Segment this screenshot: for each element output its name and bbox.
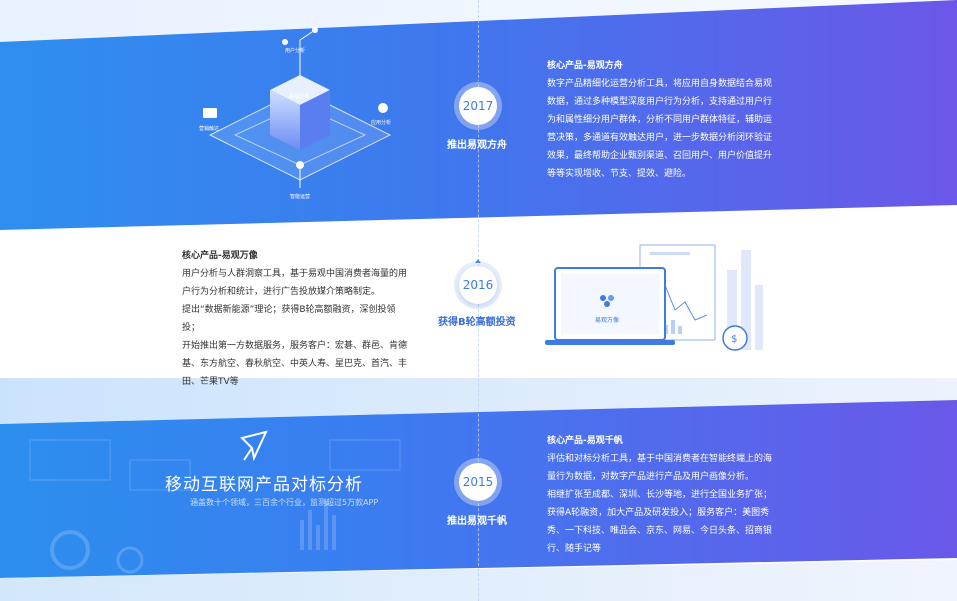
year-node-2015[interactable]: 2015 bbox=[459, 463, 497, 501]
iso-label-app-analysis: 应用分析 bbox=[371, 119, 391, 126]
svg-text:$: $ bbox=[731, 334, 737, 345]
iso-label-ark: 易观方舟 bbox=[289, 93, 309, 100]
year-label-2015: 2015 bbox=[462, 475, 494, 489]
desc-2016-line: 基、东方航空、春秋航空、中英人寿、星巴克、首汽、丰 bbox=[182, 359, 408, 369]
heading-2016: 核心产品-易观万像 bbox=[182, 251, 258, 261]
milestone-2017: 推出易观方舟 bbox=[447, 140, 507, 151]
dashboard-watermark bbox=[29, 439, 401, 574]
desc-2017: 核心产品-易观方舟 数字产品精细化运营分析工具，将应用自身数据结合易观 数据，通… bbox=[547, 57, 772, 183]
milestone-2016: 获得B轮高额投资 bbox=[438, 317, 516, 328]
desc-2015-line: 秀、一下科技、唯品会、京东、网易、今日头条、招商银 bbox=[547, 526, 773, 536]
desc-2015-line: 量行为数据，对数字产品进行产品及用户画像分析。 bbox=[547, 472, 755, 482]
desc-2017-line: 数字产品精细化运营分析工具，将应用自身数据结合易观 bbox=[547, 79, 773, 89]
desc-2015-line: 评估和对标分析工具，基于中国消费者在智能终端上的海 bbox=[547, 454, 773, 464]
year-node-2017[interactable]: 2017 bbox=[459, 87, 497, 125]
desc-2016-line: 提出“数据新能源”理论；获得B轮高额融资，深创投领 bbox=[182, 305, 396, 315]
iso-label-marketing: 营销触达 bbox=[199, 125, 219, 132]
laptop-label: 易观万像 bbox=[595, 316, 619, 324]
heading-2015: 核心产品-易观千帆 bbox=[547, 436, 623, 446]
desc-2016-line: 开始推出第一方数据服务，服务客户：宏碁、群邑、肯德 bbox=[182, 341, 408, 351]
desc-2015-line: 获得A轮融资，加大产品及研发投入；服务客户：美图秀 bbox=[547, 508, 770, 518]
desc-2015-line: 相继扩张至成都、深圳、长沙等地，进行全国业务扩张； bbox=[547, 490, 773, 500]
desc-2015-line: 行、随手记等 bbox=[547, 544, 602, 554]
iso-platform-illustration: 用户分析 易观方舟 营销触达 应用分析 智能运营 bbox=[199, 27, 392, 200]
laptop-dashboard-illustration: 易观万像 $ bbox=[545, 244, 763, 351]
iso-label-user-analysis: 用户分析 bbox=[285, 47, 305, 54]
promo-title: 移动互联网产品对标分析 bbox=[165, 475, 363, 495]
year-node-2016[interactable]: 2016 bbox=[459, 266, 497, 304]
desc-2016-line: 户行为分析和统计，进行广告投放媒介策略制定。 bbox=[182, 287, 381, 297]
desc-2017-line: 效果，最终帮助企业甄别渠道、召回用户、用户价值提升 bbox=[547, 151, 773, 161]
desc-2017-line: 数据，通过多种模型深度用户行为分析，支持通过用户行 bbox=[547, 97, 773, 107]
caret-2016 bbox=[475, 259, 481, 263]
year-label-2016: 2016 bbox=[462, 278, 494, 292]
plane-logo-icon bbox=[240, 430, 268, 462]
desc-2017-line: 等等实现增收、节支、提效、避险。 bbox=[547, 169, 692, 179]
desc-2016: 核心产品-易观万像 用户分析与人群洞察工具，基于易观中国消费者海量的用 户行为分… bbox=[182, 247, 407, 391]
desc-2015: 核心产品-易观千帆 评估和对标分析工具，基于中国消费者在智能终端上的海 量行为数… bbox=[547, 432, 772, 558]
desc-2016-line: 田、芒果TV等 bbox=[182, 377, 239, 387]
milestone-2015: 推出易观千帆 bbox=[447, 516, 507, 527]
promo-subtitle: 涵盖数十个领域，三百余个行业，监测超过5万款APP bbox=[190, 498, 379, 507]
heading-2017: 核心产品-易观方舟 bbox=[547, 61, 623, 71]
caret-2015 bbox=[475, 456, 481, 460]
desc-2017-line: 营决策，多通道有效触达用户，进一步数据分析闭环验证 bbox=[547, 133, 773, 143]
desc-2016-line: 用户分析与人群洞察工具，基于易观中国消费者海量的用 bbox=[182, 269, 408, 279]
caret-2017 bbox=[475, 80, 481, 84]
year-label-2017: 2017 bbox=[462, 99, 494, 113]
desc-2017-line: 为和属性细分用户群体，分析不同用户群体特征，辅助运 bbox=[547, 115, 773, 125]
desc-2016-line: 投； bbox=[182, 323, 201, 333]
iso-label-smart-ops: 智能运营 bbox=[290, 193, 310, 200]
